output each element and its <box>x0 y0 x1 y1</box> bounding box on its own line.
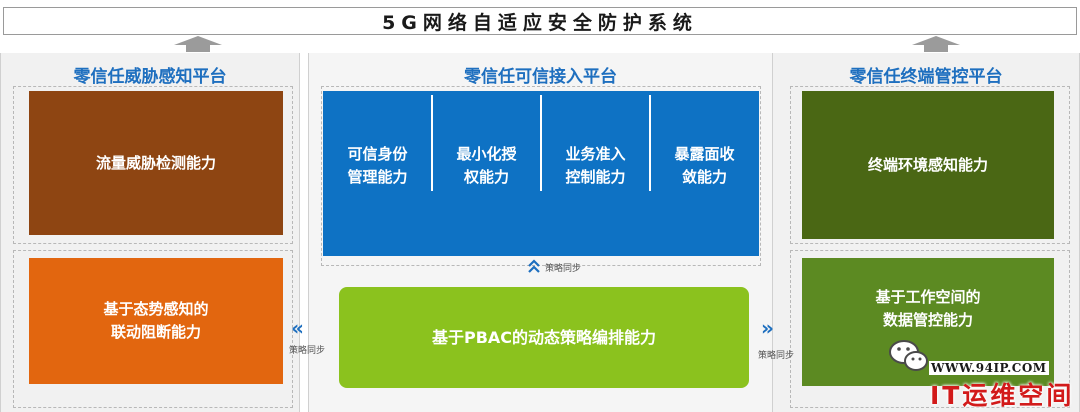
chevron-left-icon: « <box>291 316 304 340</box>
up-arrow-left-icon <box>174 36 222 52</box>
business-admission-box: 业务准入 控制能力 <box>565 144 626 186</box>
left-top-group <box>13 86 293 244</box>
terminal-env-awareness-box: 终端环境感知能力 <box>802 91 1054 239</box>
chevron-right-icon: » <box>761 316 774 340</box>
threat-awareness-title: 零信任威胁感知平台 <box>73 67 227 87</box>
terminal-control-panel: 零信任终端管控平台 终端环境感知能力 基于工作空间的 数据管控能力 <box>772 53 1080 412</box>
sync-label-left: 策略同步 <box>289 346 326 356</box>
separator <box>649 95 651 191</box>
least-privilege-box: 最小化授 权能力 <box>456 144 517 186</box>
watermark-url: WWW.94IP.COM <box>929 361 1049 375</box>
trusted-identity-box: 可信身份 管理能力 <box>347 144 408 186</box>
trusted-access-panel: 零信任可信接入平台 可信身份 管理能力 最小化授 权能力 业务准入 控制能力 暴… <box>308 53 773 412</box>
pbac-orchestration-box: 基于PBAC的动态策略编排能力 <box>339 287 749 388</box>
linkage-blocking-box: 基于态势感知的 联动阻断能力 <box>29 258 283 384</box>
right-top-group <box>790 86 1070 244</box>
watermark-brand: IT运维空间 <box>930 381 1075 410</box>
terminal-control-title: 零信任终端管控平台 <box>849 67 1003 87</box>
mid-top-group <box>321 86 761 266</box>
right-bottom-group <box>790 250 1070 408</box>
system-title: 5G网络自适应安全防护系统 <box>3 7 1077 35</box>
wechat-icon <box>889 340 928 371</box>
separator <box>431 95 433 191</box>
left-bottom-group <box>13 250 293 408</box>
separator <box>540 95 542 191</box>
sync-label-right: 策略同步 <box>758 351 795 361</box>
sync-label-mid: 策略同步 <box>545 264 582 274</box>
workspace-data-control-box: 基于工作空间的 数据管控能力 <box>802 258 1054 386</box>
chevron-up-icon <box>528 259 540 273</box>
up-arrow-right-icon <box>912 36 960 52</box>
exposure-reduction-box: 暴露面收 敛能力 <box>674 144 735 186</box>
trusted-access-title: 零信任可信接入平台 <box>464 67 617 87</box>
traffic-threat-detection-box: 流量威胁检测能力 <box>29 91 283 235</box>
threat-awareness-panel: 零信任威胁感知平台 流量威胁检测能力 基于态势感知的 联动阻断能力 <box>0 53 300 412</box>
